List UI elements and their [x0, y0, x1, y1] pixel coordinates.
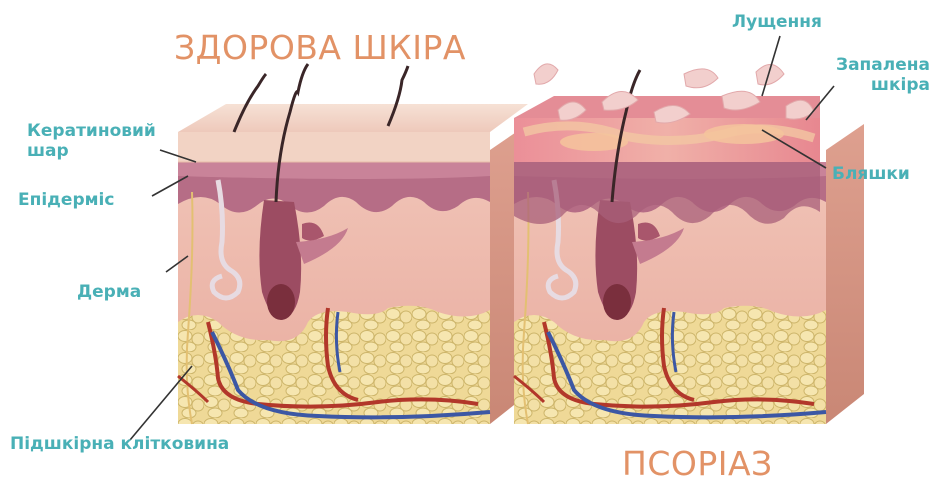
healthy-skin-title: ЗДОРОВА ШКІРА — [174, 28, 466, 67]
dermis-label: Дерма — [77, 282, 141, 302]
epidermis-label: Епідерміс — [18, 190, 114, 210]
keratin-surface — [178, 104, 528, 132]
keratin-layer-label: Кератиновий шар — [27, 121, 156, 161]
scaling-label: Лущення — [732, 12, 822, 32]
keratin-label-line2: шар — [27, 141, 156, 161]
psoriasis-title: ПСОРІАЗ — [622, 444, 773, 483]
subcutaneous-label: Підшкірна клітковина — [10, 434, 229, 454]
inflamed-label-line1: Запалена — [836, 55, 930, 75]
plaques-label: Бляшки — [832, 164, 910, 184]
inflamed-label-line2: шкіра — [836, 75, 930, 95]
inflamed-skin-label: Запалена шкіра — [836, 55, 930, 95]
healthy-skin-block — [178, 64, 528, 424]
plaque — [704, 124, 784, 144]
psoriasis-skin-block — [514, 64, 864, 424]
keratin-label-line1: Кератиновий — [27, 121, 156, 141]
